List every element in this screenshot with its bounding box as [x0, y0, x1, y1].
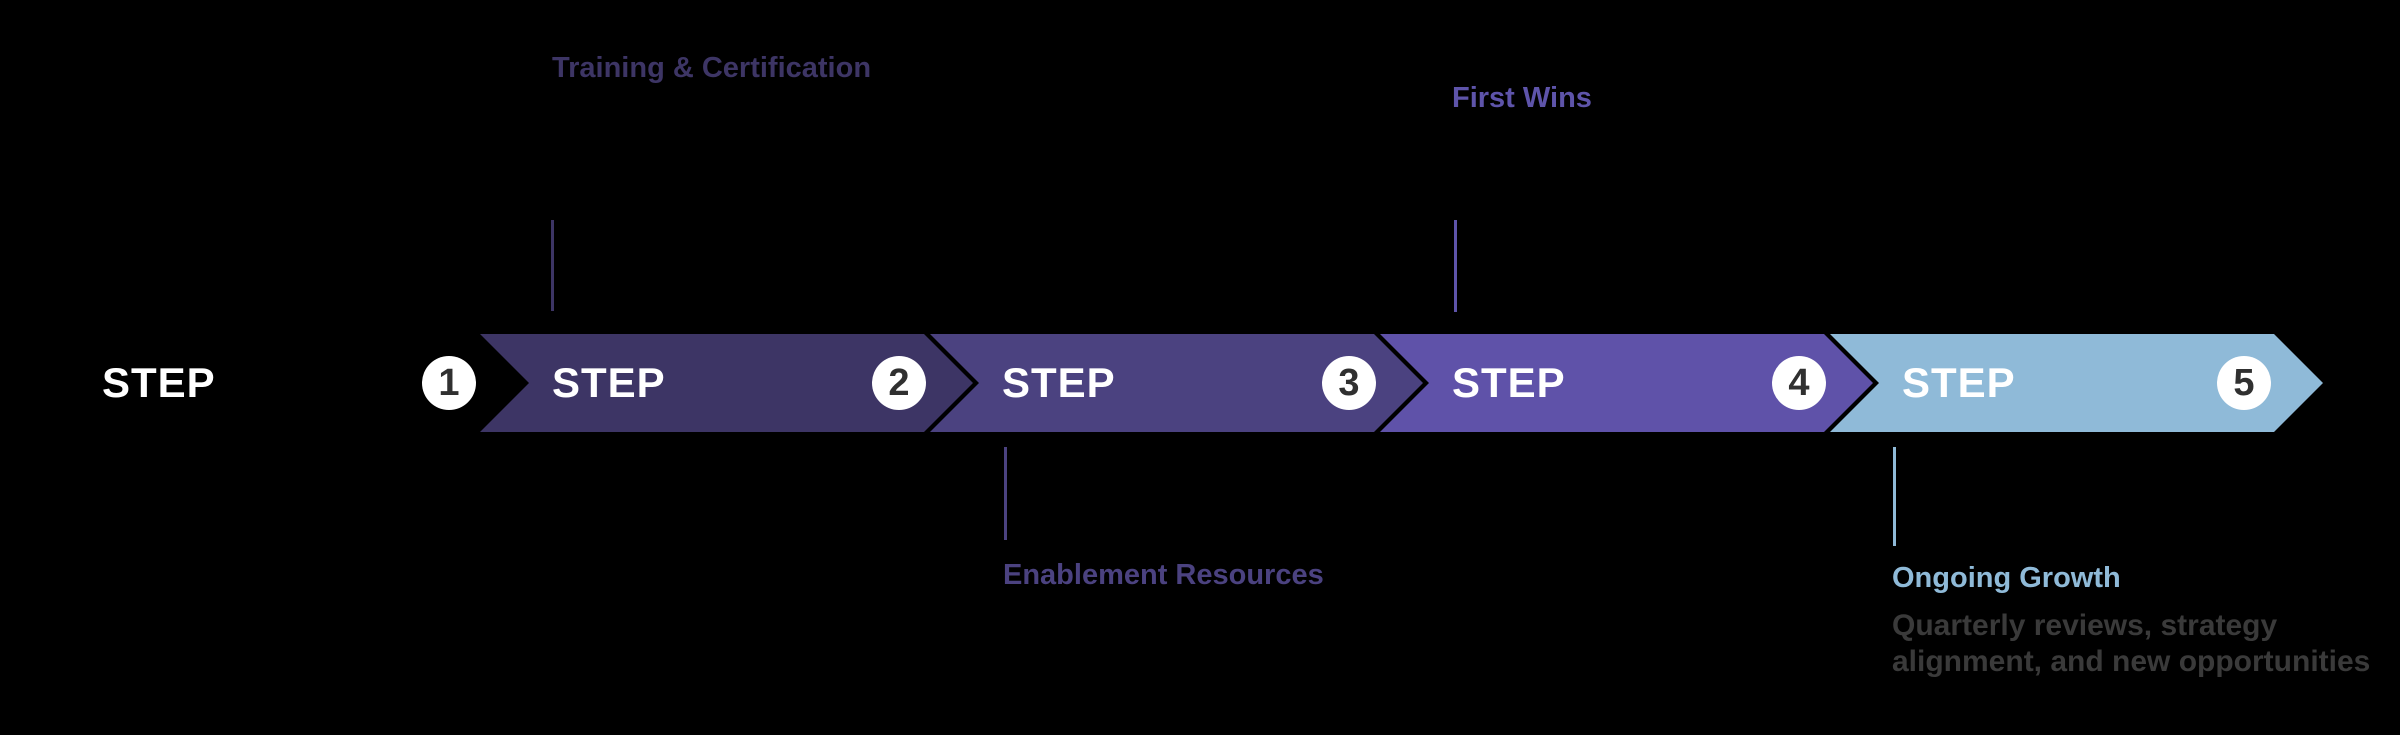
callout-connector-line-training — [551, 220, 554, 311]
chevron-step-1 — [30, 334, 523, 432]
callout-connector-line-first-wins — [1454, 220, 1457, 312]
step-number-badge-4: 4 — [1772, 356, 1826, 410]
step-number-badge-5: 5 — [2217, 356, 2271, 410]
step-number-badge-2: 2 — [872, 356, 926, 410]
step-number-badge-3: 3 — [1322, 356, 1376, 410]
step-label-5: STEP — [1902, 359, 2016, 406]
step-label-4: STEP — [1452, 359, 1566, 406]
chevron-step-2 — [480, 334, 973, 432]
callout-title-training-certification: Training & Certification — [552, 52, 872, 84]
callout-connector-line-enablement — [1004, 447, 1007, 540]
callout-description-line-1: Quarterly reviews, strategy — [1892, 609, 2278, 642]
callout-title-ongoing-growth: Ongoing Growth — [1892, 562, 2121, 594]
step-label-3: STEP — [1002, 359, 1116, 406]
step-label-2: STEP — [552, 359, 666, 406]
chevron-step-4 — [1380, 334, 1873, 432]
step-number-badge-1: 1 — [422, 356, 476, 410]
callout-connector-line-ongoing-growth — [1893, 447, 1896, 546]
callout-title-first-wins: First Wins — [1452, 82, 1592, 114]
step-label-1: STEP — [102, 359, 216, 406]
callout-description-line-2: alignment, and new opportunities — [1892, 645, 2371, 678]
callout-title-enablement-resources: Enablement Resources — [1003, 559, 1324, 591]
chevron-step-3 — [930, 334, 1423, 432]
callout-description-ongoing-growth: Quarterly reviews, strategy alignment, a… — [1892, 608, 2370, 680]
chevron-step-5 — [1830, 334, 2323, 432]
